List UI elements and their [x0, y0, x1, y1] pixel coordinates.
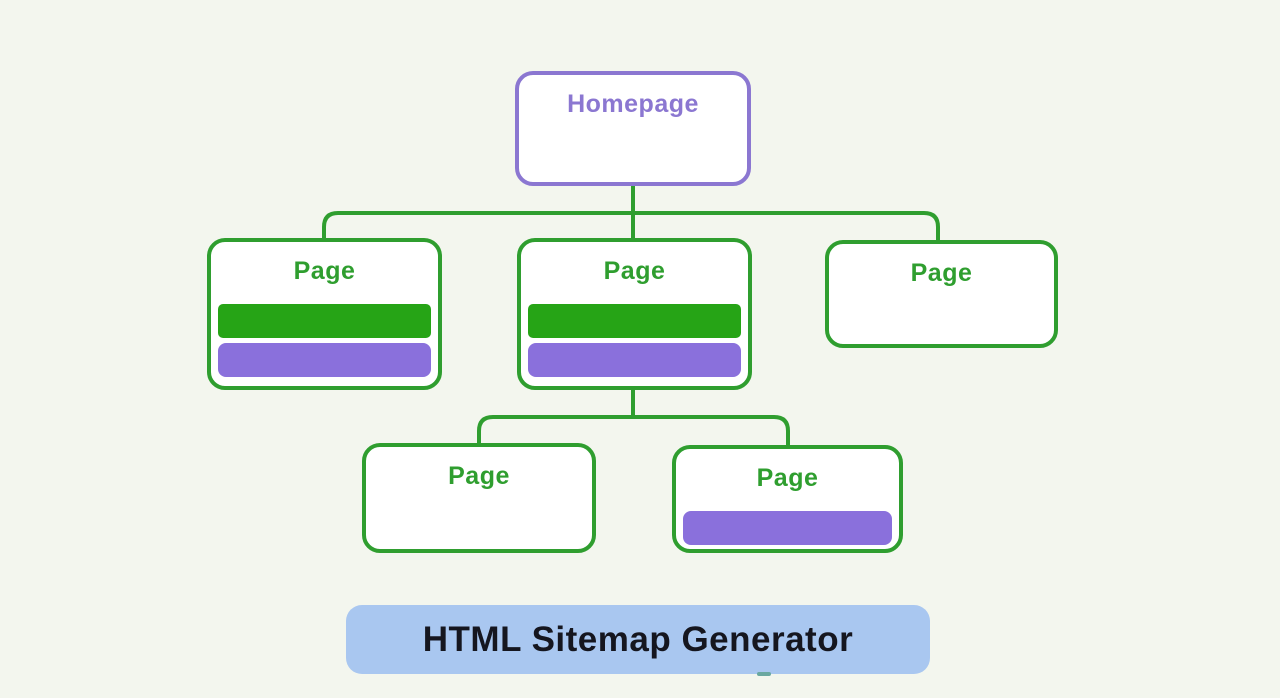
page-node-5: Page [672, 445, 903, 553]
purple-content-bar [218, 343, 431, 377]
page-node-2-label: Page [603, 257, 666, 285]
connector-level3-branch [477, 415, 790, 449]
diagram-title-badge: HTML Sitemap Generator [346, 605, 930, 674]
purple-content-bar [528, 343, 741, 377]
page-node-4-label: Page [448, 462, 510, 490]
page-node-1: Page [207, 238, 442, 390]
page-node-1-label: Page [293, 257, 356, 285]
green-content-bar [218, 304, 431, 338]
diagram-title: HTML Sitemap Generator [422, 619, 854, 659]
homepage-node-label: Homepage [567, 90, 699, 118]
connector-level2-branch [322, 211, 940, 242]
page-node-1-content [211, 304, 438, 377]
green-content-bar [528, 304, 741, 338]
teal-mark [757, 672, 771, 676]
page-node-2-content [521, 304, 748, 377]
page-node-4: Page [362, 443, 596, 553]
homepage-node: Homepage [515, 71, 751, 186]
page-node-5-label: Page [756, 464, 819, 492]
page-node-2: Page [517, 238, 752, 390]
page-node-3-label: Page [910, 259, 973, 287]
purple-content-bar [683, 511, 892, 545]
page-node-5-content [676, 511, 899, 545]
page-node-3: Page [825, 240, 1058, 348]
